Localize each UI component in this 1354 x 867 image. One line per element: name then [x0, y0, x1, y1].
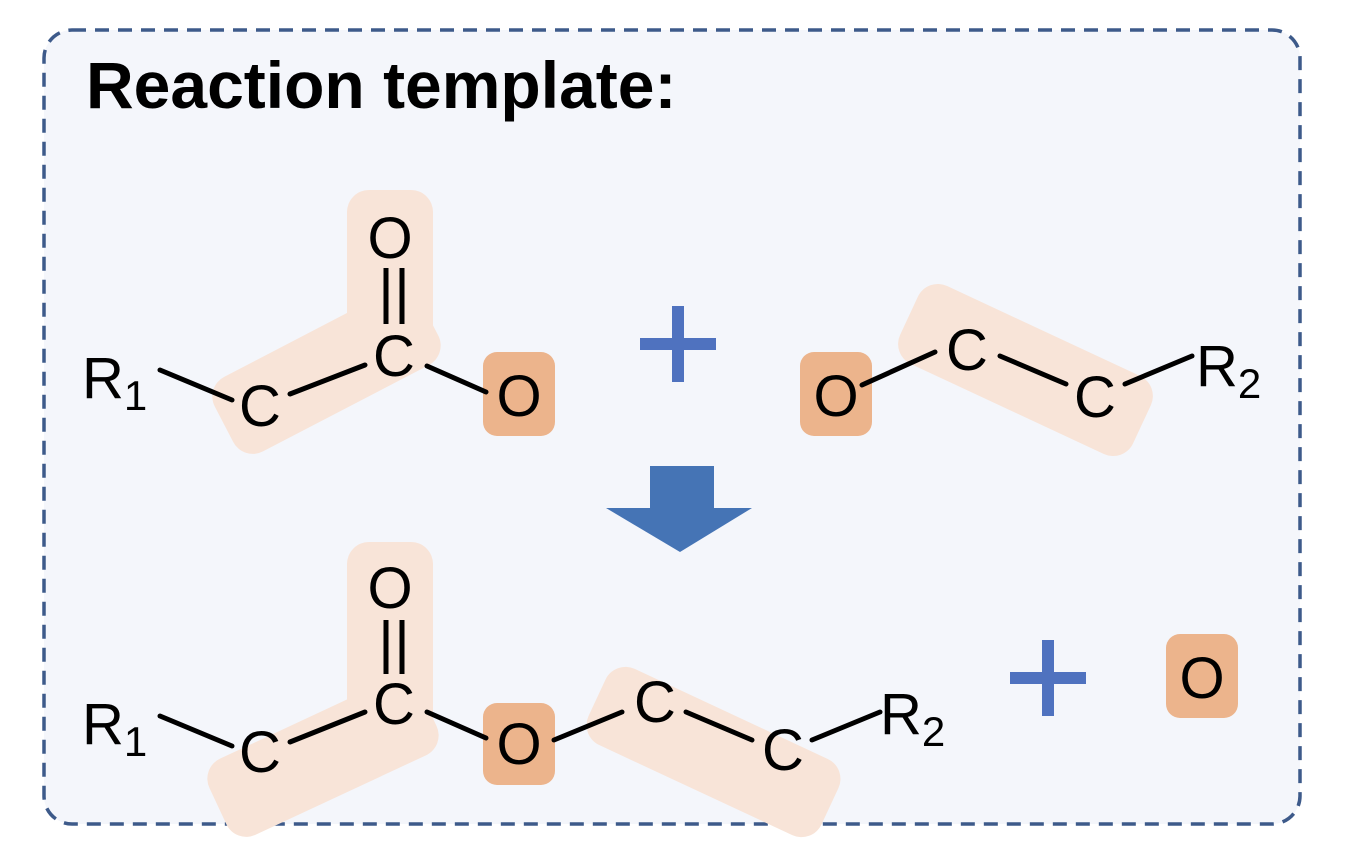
atom-c-2: C [1074, 365, 1116, 430]
bond-p-c-c [287, 709, 368, 745]
highlight-product-c-c-bond-2 [586, 666, 841, 838]
bond-c-r2 [1122, 353, 1195, 387]
label-r2: R2 [1196, 334, 1261, 407]
atom-c-carbonyl: C [373, 324, 415, 389]
atom-c-alpha: C [239, 374, 281, 439]
bond-c-c-2 [997, 353, 1069, 387]
bond-c-c [287, 362, 368, 397]
reactant-alcohol: O C C R2 [800, 283, 1261, 457]
plus-icon [1010, 640, 1086, 716]
plus-icon [640, 306, 716, 382]
atom-p-o-ester: O [496, 712, 541, 777]
atom-byproduct-o: O [1179, 646, 1224, 711]
reactant-acid: R1 C C O O [82, 190, 555, 454]
product-ester: R1 C C O O C C R2 [82, 542, 945, 838]
highlight-hydroxyl-o [483, 352, 555, 436]
bond-p-c-c-2 [683, 709, 755, 743]
atom-o-alcohol: O [813, 364, 858, 429]
label-r1: R1 [82, 346, 147, 419]
arrow-down-icon [606, 466, 752, 552]
atom-p-c-1: C [634, 670, 676, 735]
byproduct-water: O [1166, 634, 1238, 718]
atom-p-o-carbonyl: O [367, 556, 412, 621]
highlight-product-c-c-bond [207, 677, 439, 837]
atom-c-1: C [946, 318, 988, 383]
bond-o-c [859, 349, 938, 388]
bond-r1-c [157, 367, 235, 403]
atom-o-carbonyl: O [367, 206, 412, 271]
highlight-ester-o [483, 703, 555, 785]
atom-p-c-alpha: C [239, 720, 281, 785]
label-p-r2: R2 [880, 682, 945, 755]
highlight-c-c-bond [212, 288, 441, 454]
atom-o-hydroxyl: O [496, 364, 541, 429]
label-p-r1: R1 [82, 692, 147, 765]
atom-p-c-carbonyl: C [373, 672, 415, 737]
highlight-alcohol-o [800, 352, 872, 436]
figure-title: Reaction template: [86, 48, 677, 122]
bond-c-o-single [424, 363, 489, 395]
bond-p-r1-c [157, 713, 235, 749]
atom-p-c-2: C [762, 718, 804, 783]
highlight-c-c-bond-2 [898, 283, 1153, 457]
highlight-byproduct-o [1166, 634, 1238, 718]
bond-p-o-c [551, 709, 625, 743]
bond-p-c-r2 [809, 709, 883, 743]
bond-p-c-o-ester [424, 709, 489, 741]
